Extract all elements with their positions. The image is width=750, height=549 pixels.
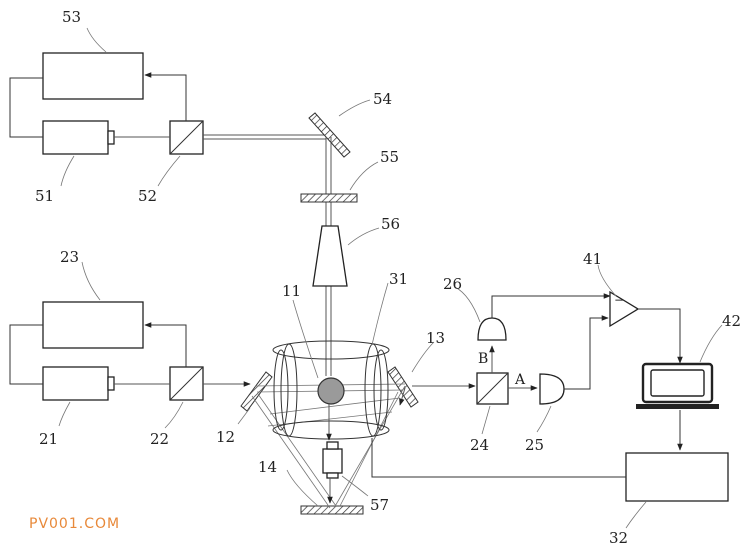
mirror-12 [240,371,273,412]
beam-splitter-22 [169,366,204,401]
label-12: 12 [216,428,235,446]
watermark: PV001.COM [29,516,120,532]
photodiode-26 [477,317,507,341]
label-53: 53 [62,8,81,26]
label-31: 31 [389,270,408,288]
photodiode-25 [539,373,565,405]
laser-51 [42,120,115,155]
beam-label-b: B [478,351,488,367]
polarizing-beam-splitter-24 [476,372,509,405]
controller-32 [625,452,729,502]
feedback-line-23-21 [9,324,43,385]
beam-label-a: A [514,372,526,388]
laser-21 [42,366,115,401]
label-14: 14 [258,458,277,476]
laser-controller-53 [42,52,144,100]
label-52: 52 [138,187,157,205]
laser-controller-23 [42,301,144,349]
label-42: 42 [722,312,741,330]
computer-42 [636,362,719,409]
mirror-54 [308,112,351,158]
feedback-line-52-53 [144,72,187,121]
mirror-14 [300,505,364,515]
label-51: 51 [35,187,54,205]
label-23: 23 [60,248,79,266]
label-13: 13 [426,329,445,347]
vapor-cell-11 [317,377,345,405]
wave-plate-55 [300,193,358,203]
label-22: 22 [150,430,169,448]
label-25: 25 [525,436,544,454]
label-56: 56 [381,215,400,233]
leader-lines [58,27,723,529]
label-21: 21 [39,430,58,448]
beam-splitter-52 [169,120,204,155]
feedback-line-22-23 [144,322,187,367]
mirror-13 [387,366,419,408]
label-11: 11 [282,282,301,300]
label-26: 26 [443,275,462,293]
feedback-line-53-51 [9,77,43,138]
label-54: 54 [373,90,392,108]
label-41: 41 [583,250,602,268]
label-57: 57 [370,496,389,514]
photodetector-57 [322,441,343,479]
label-24: 24 [470,436,489,454]
label-55: 55 [380,148,399,166]
differential-amplifier-41 [609,290,640,328]
beam-expander-56 [312,225,348,287]
label-32: 32 [609,529,628,547]
amplifier-sign: − [614,293,624,307]
